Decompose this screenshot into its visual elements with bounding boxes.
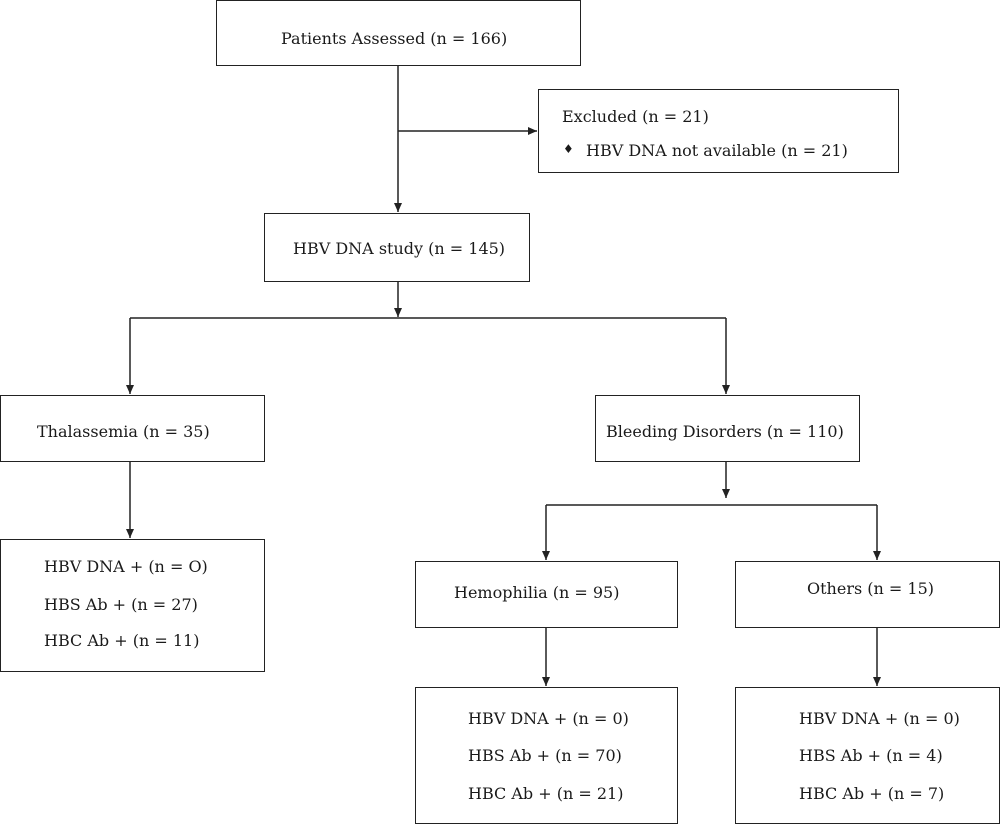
excluded-box: [538, 89, 899, 173]
hemophilia-label: Hemophilia (n = 95): [454, 583, 620, 602]
thalassemia-box: [0, 395, 265, 462]
assessed-box: [216, 0, 581, 66]
others-result-hbc-ab: HBC Ab + (n = 7): [799, 784, 945, 803]
thalassemia-label: Thalassemia (n = 35): [37, 422, 210, 441]
hemophilia-result-hbs-ab: HBS Ab + (n = 70): [468, 746, 622, 765]
hemophilia-box: [415, 561, 678, 628]
bleeding-label: Bleeding Disorders (n = 110): [606, 422, 844, 441]
excluded-reason: HBV DNA not available (n = 21): [586, 141, 848, 160]
thalassemia-result-hbs-ab: HBS Ab + (n = 27): [44, 595, 198, 614]
assessed-label: Patients Assessed (n = 166): [281, 29, 508, 48]
study-box: [264, 213, 530, 282]
bleeding-box: [595, 395, 860, 462]
hemophilia-result-hbc-ab: HBC Ab + (n = 21): [468, 784, 624, 803]
others-label: Others (n = 15): [807, 579, 934, 598]
excluded-bullet-icon: ♦: [563, 142, 574, 156]
hemophilia-results-box: [415, 687, 678, 824]
study-label: HBV DNA study (n = 145): [293, 239, 506, 258]
thalassemia-result-hbc-ab: HBC Ab + (n = 11): [44, 631, 200, 650]
others-box: [735, 561, 1000, 628]
others-result-hbv-dna: HBV DNA + (n = 0): [799, 709, 960, 728]
others-results-box: [735, 687, 1000, 824]
excluded-title: Excluded (n = 21): [562, 107, 709, 126]
hemophilia-result-hbv-dna: HBV DNA + (n = 0): [468, 709, 629, 728]
others-result-hbs-ab: HBS Ab + (n = 4): [799, 746, 943, 765]
thalassemia-result-hbv-dna: HBV DNA + (n = O): [44, 557, 208, 576]
thalassemia-results-box: [0, 539, 265, 672]
